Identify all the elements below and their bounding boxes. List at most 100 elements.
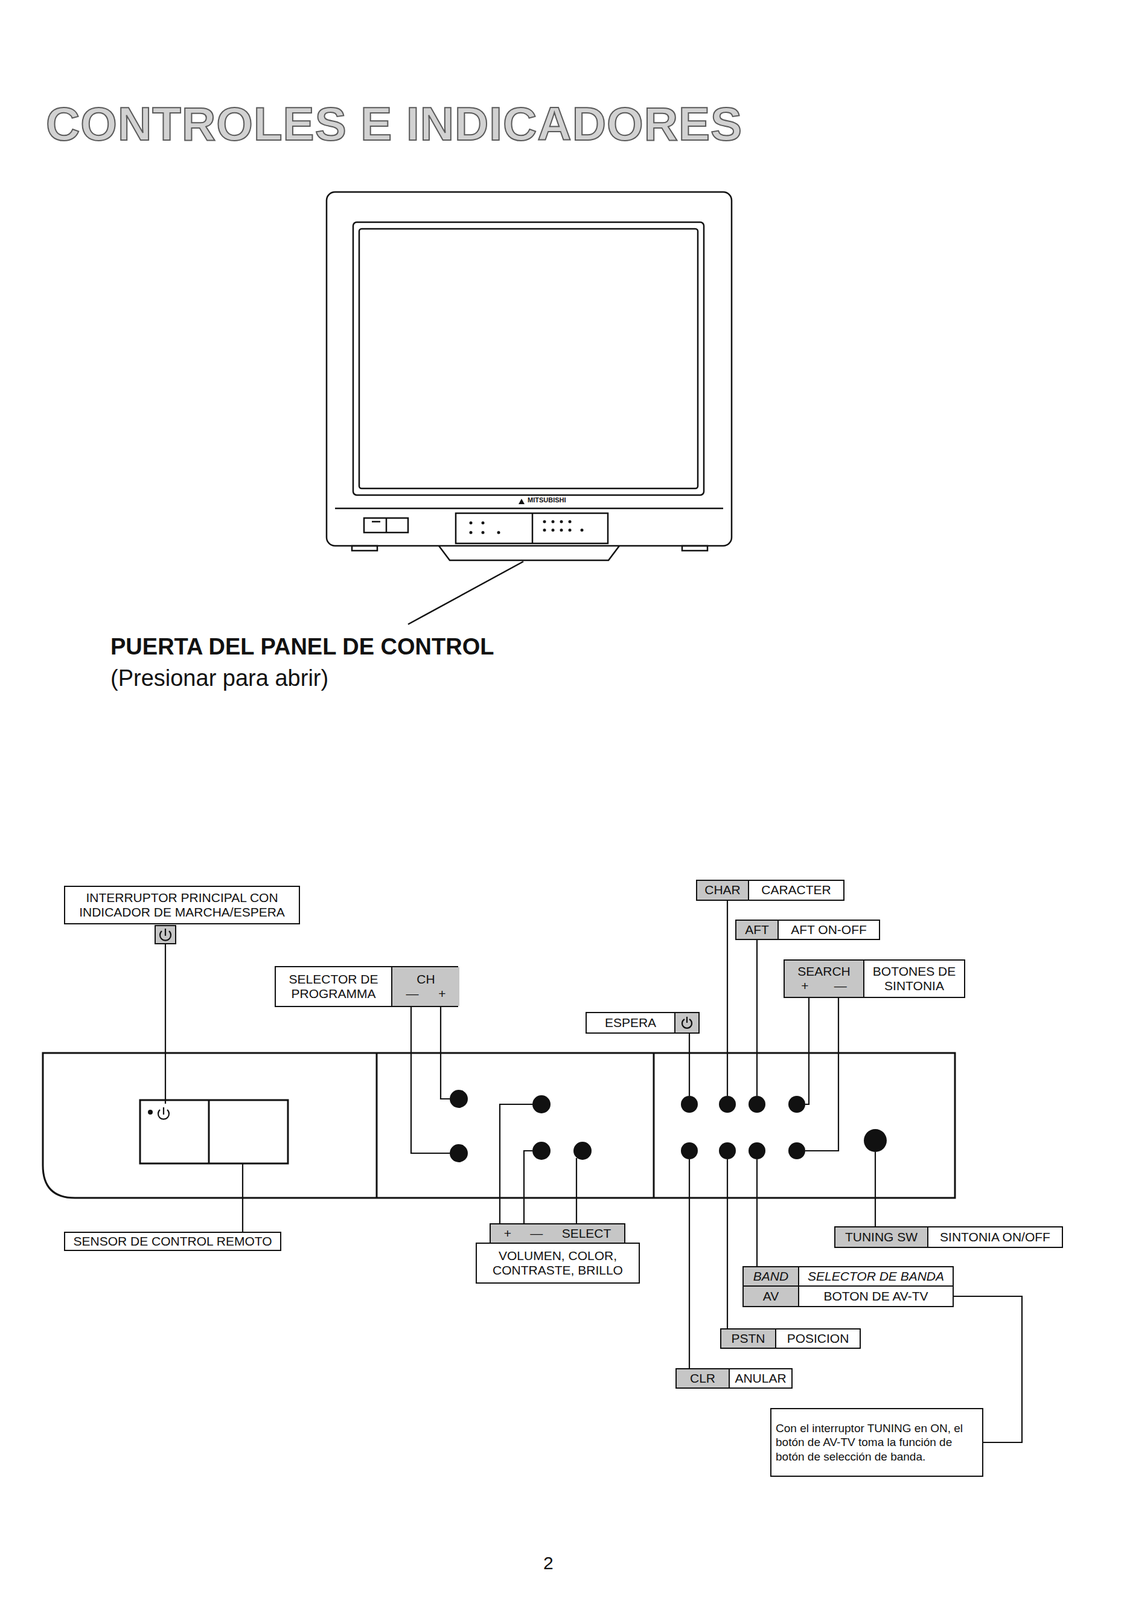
callout-box: ESPERA xyxy=(585,1011,700,1034)
page-title: CONTROLES E INDICADORES xyxy=(45,96,743,152)
key-caption: Con el interruptor TUNING en ON, el botó… xyxy=(771,1408,983,1476)
callout-box: PSTN POSICION xyxy=(720,1328,861,1349)
key-label: INTERRUPTOR PRINCIPAL CON INDICADOR DE M… xyxy=(68,890,296,920)
text-row: AFT xyxy=(740,922,774,937)
key-caption: INTERRUPTOR PRINCIPAL CON INDICADOR DE M… xyxy=(65,886,299,923)
key-name: CH xyxy=(416,971,435,987)
shaded-key: + — SELECT xyxy=(489,1222,626,1244)
key-caption: CARACTER xyxy=(747,880,844,900)
power-symbol xyxy=(679,1015,695,1030)
key-label: CARACTER xyxy=(761,882,832,898)
text-row: SELECTOR DE BANDA xyxy=(802,1268,949,1284)
key-name: + xyxy=(504,1225,512,1241)
text-row: BOTONES DE SINTONIA xyxy=(868,964,961,993)
text-row: —+ xyxy=(395,986,456,1001)
key-caption: VOLUMEN, COLOR, CONTRASTE, BRILLO xyxy=(475,1242,640,1284)
tv-set xyxy=(326,191,732,561)
key-label: SELECTOR DE BANDA xyxy=(807,1268,945,1284)
key-name: CLR xyxy=(689,1370,716,1386)
text-row: PSTN xyxy=(724,1331,772,1346)
key-caption: BOTON DE AV-TV xyxy=(798,1286,953,1306)
text-row: POSICION xyxy=(779,1331,856,1346)
text-row: Con el interruptor TUNING en ON, el botó… xyxy=(775,1420,978,1464)
text-row: SELECTOR DE PROGRAMMA xyxy=(279,971,388,1001)
key-name: TUNING SW xyxy=(845,1229,918,1245)
callout-box: CLR ANULAR xyxy=(675,1367,793,1389)
key-name: BAND xyxy=(753,1268,789,1284)
text-row: TUNING SW xyxy=(839,1229,924,1245)
key-caption: SINTONIA ON/OFF xyxy=(927,1227,1062,1247)
key-caption: BOTONES DE SINTONIA xyxy=(863,960,965,997)
power-symbol xyxy=(158,928,171,1120)
key-label: SINTONIA ON/OFF xyxy=(939,1229,1051,1245)
key-label: VOLUMEN, COLOR, CONTRASTE, BRILLO xyxy=(480,1248,636,1278)
key-name: + xyxy=(438,986,446,1001)
key-caption: ANULAR xyxy=(728,1369,792,1388)
shaded-key: AV xyxy=(743,1286,799,1306)
text-row: SEARCH xyxy=(788,964,860,979)
callout-box: TUNING SW SINTONIA ON/OFF xyxy=(834,1225,1064,1248)
text-row: BAND xyxy=(747,1268,795,1284)
page-number: 2 xyxy=(543,1552,554,1574)
part-note: (Presionar para abrir) xyxy=(110,665,329,692)
leader-lines xyxy=(165,900,876,1368)
callout-box: CHAR CARACTER xyxy=(695,879,845,901)
key-label: AFT ON-OFF xyxy=(790,922,867,937)
text-row: VOLUMEN, COLOR, CONTRASTE, BRILLO xyxy=(480,1248,636,1278)
key-label: SENSOR DE CONTROL REMOTO xyxy=(73,1233,272,1249)
part-label: PUERTA DEL PANEL DE CONTROL xyxy=(110,633,494,660)
shaded-key: CHAR xyxy=(697,880,748,900)
shaded-key: AFT xyxy=(736,920,778,939)
key-label: SELECTOR DE PROGRAMMA xyxy=(279,971,388,1001)
callout-box: + — SELECT VOLUMEN, COLOR, CONTRASTE, BRILL… xyxy=(475,1222,640,1284)
text-row: AFT ON-OFF xyxy=(782,922,876,937)
key-name: SELECT xyxy=(561,1225,612,1241)
key-label: BOTONES DE SINTONIA xyxy=(868,964,961,993)
text-row: ESPERA xyxy=(590,1015,671,1030)
key-name: — xyxy=(405,986,419,1001)
key-caption: POSICION xyxy=(775,1329,860,1348)
key-caption: AFT ON-OFF xyxy=(777,920,879,939)
callout-box: AV BOTON DE AV-TV xyxy=(742,1285,954,1307)
text-row: SINTONIA ON/OFF xyxy=(932,1229,1059,1245)
tv-buttons xyxy=(469,498,584,535)
key-caption: SELECTOR DE PROGRAMMA xyxy=(275,967,392,1006)
callout-box: BAND SELECTOR DE BANDA xyxy=(742,1265,954,1287)
shaded-key: CLR xyxy=(676,1369,729,1388)
indicator-led xyxy=(147,1109,153,1115)
key-name: + xyxy=(801,978,809,993)
key-name: CHAR xyxy=(704,882,741,898)
key-label: Con el interruptor TUNING en ON, el botó… xyxy=(775,1420,978,1464)
callout-box: INTERRUPTOR PRINCIPAL CON INDICADOR DE M… xyxy=(63,885,301,925)
text-row: SENSOR DE CONTROL REMOTO xyxy=(68,1233,277,1249)
key-label: ANULAR xyxy=(734,1370,786,1386)
text-row: +— xyxy=(788,978,860,993)
key-name: SEARCH xyxy=(797,964,851,979)
brand-name: MITSUBISHI xyxy=(527,496,567,504)
shaded-key: TUNING SW xyxy=(835,1227,928,1247)
key-caption: SENSOR DE CONTROL REMOTO xyxy=(65,1232,281,1250)
callout-box: Con el interruptor TUNING en ON, el botó… xyxy=(770,1407,984,1477)
key-name: — xyxy=(529,1225,543,1241)
shaded-key xyxy=(674,1012,699,1033)
callout-box: SELECTOR DE PROGRAMMACH—+ xyxy=(274,965,459,1007)
key-caption: SELECTOR DE BANDA xyxy=(798,1267,953,1286)
text-row: CH xyxy=(395,971,456,987)
text-row: BOTON DE AV-TV xyxy=(802,1288,949,1304)
text-row: INTERRUPTOR PRINCIPAL CON INDICADOR DE M… xyxy=(68,890,296,920)
shaded-key: CH—+ xyxy=(391,967,460,1006)
shaded-key: SEARCH+— xyxy=(784,960,864,997)
text-row: CHAR xyxy=(700,882,745,898)
key-caption: ESPERA xyxy=(586,1012,675,1033)
shaded-key: BAND xyxy=(743,1267,799,1286)
text-row: CARACTER xyxy=(752,882,840,898)
leader-line xyxy=(408,561,524,625)
key-label: BOTON DE AV-TV xyxy=(823,1288,928,1304)
control-panel xyxy=(42,1052,955,1198)
key-label: POSICION xyxy=(787,1331,850,1346)
shaded-key: PSTN xyxy=(721,1329,776,1348)
callout-box: SEARCH+—BOTONES DE SINTONIA xyxy=(783,959,966,998)
